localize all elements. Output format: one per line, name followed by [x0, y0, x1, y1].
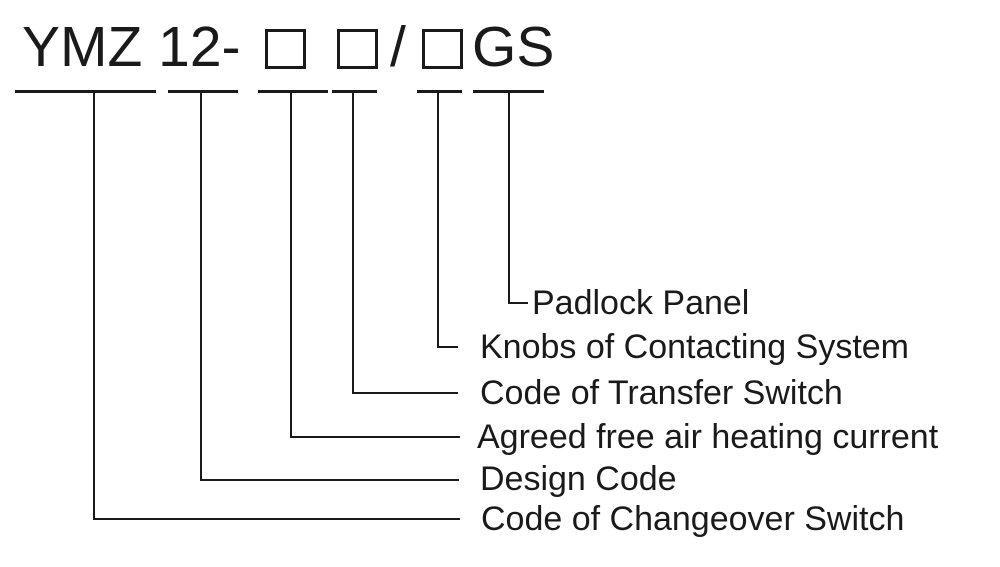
connector-horizontal-heating-current: [290, 436, 460, 438]
connector-vertical-transfer-switch: [352, 92, 354, 394]
connector-vertical-heating-current: [290, 92, 292, 438]
model-code-prefix: YMZ 12-: [22, 15, 241, 79]
placeholder-box-1: [265, 29, 306, 69]
connector-vertical-padlock-panel: [508, 92, 510, 304]
underline-segment-1: [15, 90, 156, 93]
connector-horizontal-changeover-switch: [93, 518, 460, 520]
model-code-suffix: GS: [472, 15, 555, 79]
connector-vertical-changeover-switch: [93, 92, 95, 520]
connector-horizontal-design-code: [200, 479, 459, 481]
placeholder-box-2: [337, 29, 378, 69]
label-padlock-panel: Padlock Panel: [532, 284, 750, 322]
placeholder-box-3: [422, 29, 463, 69]
connector-vertical-design-code: [200, 92, 202, 481]
underline-segment-4: [332, 90, 377, 93]
label-design-code: Design Code: [480, 460, 677, 498]
connector-horizontal-transfer-switch: [352, 392, 458, 394]
label-code-of-transfer-switch: Code of Transfer Switch: [480, 374, 843, 412]
label-agreed-free-air-heating-current: Agreed free air heating current: [477, 418, 939, 456]
model-code-slash: /: [390, 15, 406, 79]
connector-horizontal-knobs: [437, 346, 458, 348]
underline-segment-2: [168, 90, 238, 93]
underline-segment-6: [473, 90, 544, 93]
connector-horizontal-padlock-panel: [508, 302, 528, 304]
label-code-of-changeover-switch: Code of Changeover Switch: [481, 500, 905, 538]
underline-segment-5: [417, 90, 462, 93]
connector-vertical-knobs: [437, 92, 439, 348]
label-knobs-of-contacting-system: Knobs of Contacting System: [480, 328, 910, 366]
underline-segment-3: [258, 90, 328, 93]
